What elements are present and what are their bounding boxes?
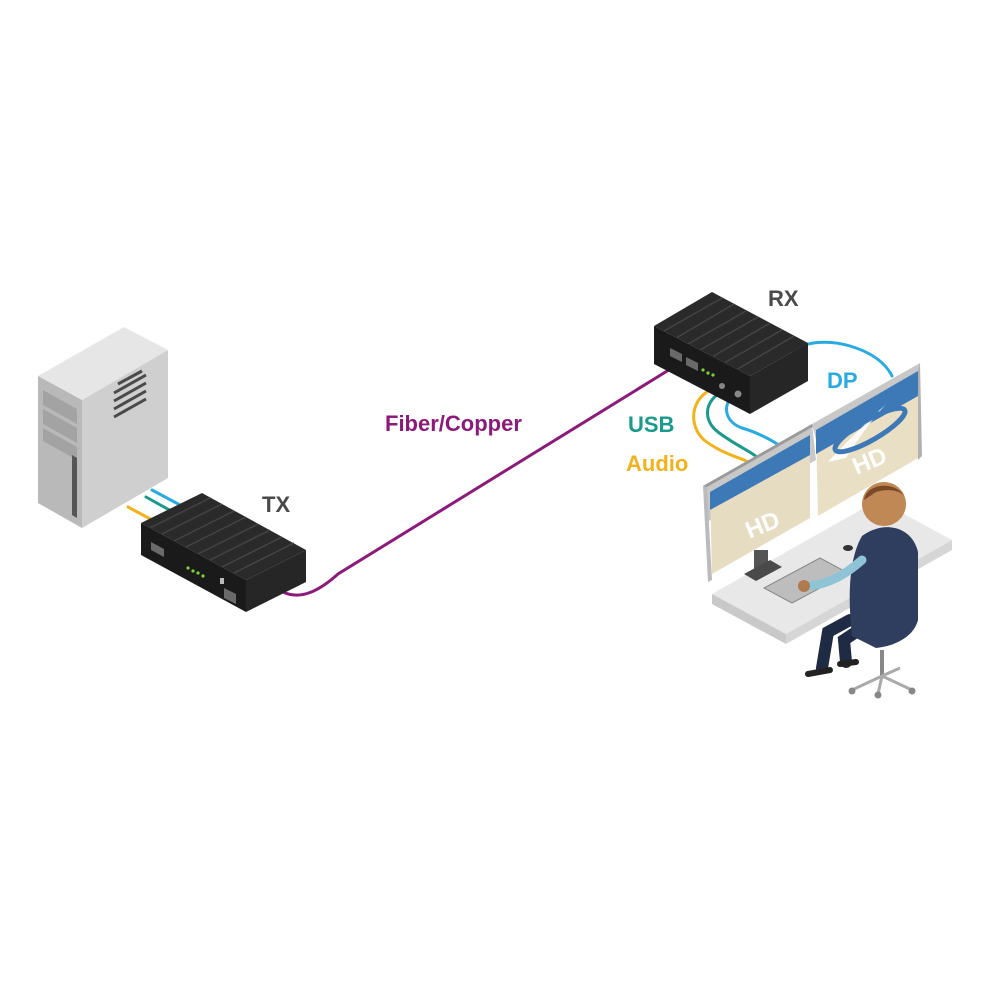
rx-dp-cable-2 xyxy=(725,394,782,448)
tx-label: TX xyxy=(262,492,291,517)
rx-usb-cable xyxy=(706,390,760,460)
pc-vent-icon xyxy=(113,369,147,419)
tx-unit xyxy=(141,493,306,612)
mouse-icon xyxy=(843,545,853,551)
monitor-right xyxy=(812,363,922,516)
usb-label: USB xyxy=(628,412,675,437)
rx-audio-cable xyxy=(692,386,750,464)
pc-tower xyxy=(38,327,168,528)
rx-label: RX xyxy=(768,286,799,311)
pc-tx-cable-dp xyxy=(150,488,182,507)
person xyxy=(798,482,918,677)
rx-unit xyxy=(654,292,808,414)
chair xyxy=(848,650,916,699)
dp-label: DP xyxy=(827,368,858,393)
monitor-left xyxy=(703,424,816,582)
audio-label: Audio xyxy=(626,451,689,476)
fiber-copper-label: Fiber/Copper xyxy=(385,411,522,436)
fiber-copper-cable xyxy=(281,366,674,597)
